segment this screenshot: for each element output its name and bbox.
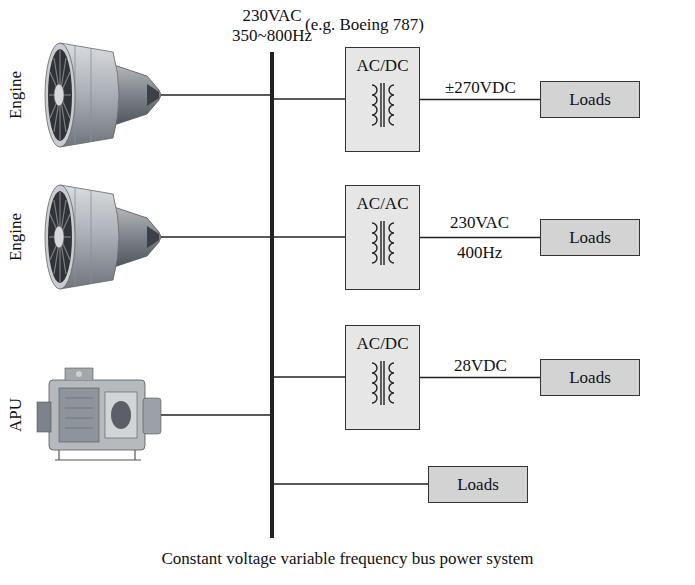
connector xyxy=(420,377,540,379)
box-text: Loads xyxy=(457,475,499,495)
load-box: Loads xyxy=(540,219,640,256)
box-text: AC/DC xyxy=(357,56,409,76)
caption: Constant voltage variable frequency bus … xyxy=(0,549,695,569)
converter-box: AC/DC xyxy=(345,47,420,152)
transformer-symbol xyxy=(365,220,401,266)
edge-label: 230VAC 400Hz xyxy=(450,208,509,268)
load-box: Loads xyxy=(540,81,640,118)
transformer-symbol xyxy=(365,360,401,406)
converter-box: AC/AC xyxy=(345,185,420,290)
converter-box: AC/DC xyxy=(345,325,420,430)
bus-label: 230VAC 350~800Hz xyxy=(232,6,312,46)
bus-label: (e.g. Boeing 787) xyxy=(305,15,424,35)
edge-label: ±270VDC xyxy=(445,78,516,98)
connector xyxy=(420,99,540,101)
connector xyxy=(420,237,540,239)
source-label: Engine xyxy=(6,71,26,119)
box-text: AC/AC xyxy=(357,194,409,214)
load-box: Loads xyxy=(540,359,640,396)
box-text: Loads xyxy=(569,368,611,388)
load-box: Loads xyxy=(428,466,528,503)
source-label: Engine xyxy=(6,213,26,261)
box-text: Loads xyxy=(569,90,611,110)
transformer-symbol xyxy=(365,82,401,128)
box-text: AC/DC xyxy=(357,334,409,354)
edge-label: 28VDC xyxy=(454,356,507,376)
source-label: APU xyxy=(6,398,26,432)
box-text: Loads xyxy=(569,228,611,248)
bus-wire xyxy=(161,95,428,484)
bus-bar xyxy=(270,52,274,538)
